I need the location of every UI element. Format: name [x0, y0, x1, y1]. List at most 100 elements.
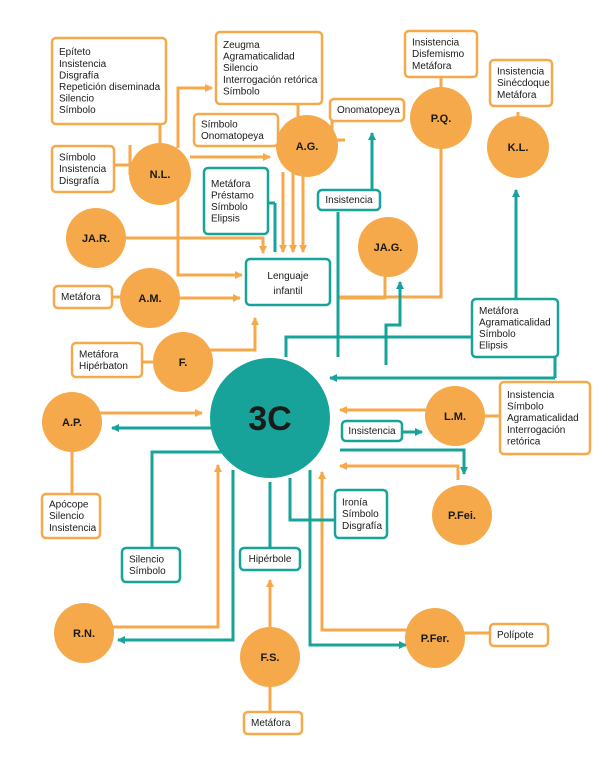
box-frame	[333, 488, 389, 540]
box-frame	[40, 492, 102, 540]
connector	[340, 448, 468, 475]
box-line: Insistencia	[325, 195, 373, 206]
box-line: Metáfora	[251, 718, 291, 729]
box-line: Sinécdoque	[497, 78, 550, 89]
box-line: Apócope	[49, 500, 89, 511]
box-pfer: Polípote	[488, 622, 550, 648]
box-line: Símbolo	[201, 119, 238, 130]
box-line: Símbolo	[223, 86, 260, 97]
box-line: Interrogación	[507, 425, 565, 436]
connector	[288, 478, 335, 522]
box-frame	[340, 419, 404, 443]
box-teal-insist-top: Insistencia	[316, 188, 382, 212]
box-line: Silencio	[59, 94, 94, 105]
box-line: Agramaticalidad	[223, 52, 295, 63]
box-line: Metáfora	[479, 306, 519, 317]
node-circle	[425, 386, 485, 446]
node-label: JA.G.	[374, 242, 403, 254]
center-node: 3C	[210, 358, 330, 478]
hub-line: Lenguaje	[267, 271, 309, 282]
box-line: Disgrafía	[59, 70, 99, 81]
box-line: Hipérbaton	[79, 361, 128, 372]
box-frame	[52, 284, 114, 310]
box-line: Símbolo	[59, 105, 96, 116]
hub-line: infantil	[274, 286, 303, 297]
connector	[176, 84, 213, 148]
connector	[205, 317, 259, 352]
box-line: Insistencia	[59, 164, 107, 175]
box-frame	[488, 622, 550, 648]
box-teal-hiperbole: Hipérbole	[238, 546, 302, 572]
connector	[308, 470, 407, 649]
node-label: A.P.	[62, 417, 82, 429]
node-label: K.L.	[508, 142, 529, 154]
connector	[150, 450, 224, 548]
node-label: F.S.	[261, 652, 280, 664]
box-teal-insist-mid: Insistencia	[340, 419, 404, 443]
box-line: Repetición diseminada	[59, 82, 161, 93]
node-label: P.Q.	[431, 113, 452, 125]
box-line: Símbolo	[59, 153, 96, 164]
node-circle	[129, 143, 191, 205]
box-line: Metáfora	[211, 179, 251, 190]
connector	[124, 236, 267, 254]
box-line: Disgrafía	[342, 521, 382, 532]
box-frame	[214, 30, 324, 106]
box-lm: InsistenciaSímboloAgramaticalidadInterro…	[498, 380, 592, 456]
box-am: Metáfora	[52, 284, 114, 310]
hub-box: Lenguaje infantil	[244, 257, 332, 307]
connector	[176, 190, 243, 279]
box-fs: Metáfora	[242, 710, 304, 736]
box-frame	[316, 188, 382, 212]
node-circle	[410, 87, 472, 149]
center-label: 3C	[248, 400, 291, 438]
box-line: Polípote	[497, 630, 534, 641]
node-circle	[54, 603, 114, 663]
node-label: P.Fer.	[421, 633, 450, 645]
box-frame	[238, 546, 302, 572]
connector	[339, 462, 460, 480]
node-label: R.N.	[73, 628, 95, 640]
node-circle	[42, 392, 102, 452]
node-label: P.Fei.	[448, 510, 476, 522]
box-frame	[498, 380, 592, 456]
box-frame	[403, 29, 479, 79]
box-line: Interrogación retórica	[223, 75, 318, 86]
node-label: A.M.	[138, 293, 161, 305]
node-circle	[276, 115, 338, 177]
connector	[384, 281, 404, 365]
node-label: L.M.	[444, 411, 466, 423]
box-frame	[120, 546, 182, 584]
box-line: Onomatopeya	[337, 105, 400, 116]
node-circle	[120, 268, 180, 328]
box-line: Zeugma	[223, 40, 260, 51]
box-line: Insistencia	[497, 67, 545, 78]
box-frame	[50, 144, 116, 194]
box-ag-right: Onomatopeya	[328, 97, 406, 123]
node-label: JA.R.	[82, 233, 110, 245]
node-circle	[405, 608, 465, 668]
box-line: Ironía	[342, 498, 368, 509]
node-circle	[487, 116, 549, 178]
box-frame	[202, 166, 270, 236]
box-line: Agramaticalidad	[507, 413, 579, 424]
box-frame	[242, 710, 304, 736]
box-line: Elipsis	[479, 341, 508, 352]
node-label: A.G.	[296, 141, 319, 153]
box-line: Disgrafía	[59, 176, 99, 187]
box-line: Hipérbole	[249, 554, 292, 565]
box-line: Metáfora	[61, 292, 101, 303]
box-line: Préstamo	[211, 190, 254, 201]
box-ag-top: ZeugmaAgramaticalidadSilencioInterrogaci…	[214, 30, 324, 106]
box-line: Insistencia	[348, 426, 396, 437]
box-line: Silencio	[129, 554, 164, 565]
box-line: Metáfora	[497, 90, 537, 101]
